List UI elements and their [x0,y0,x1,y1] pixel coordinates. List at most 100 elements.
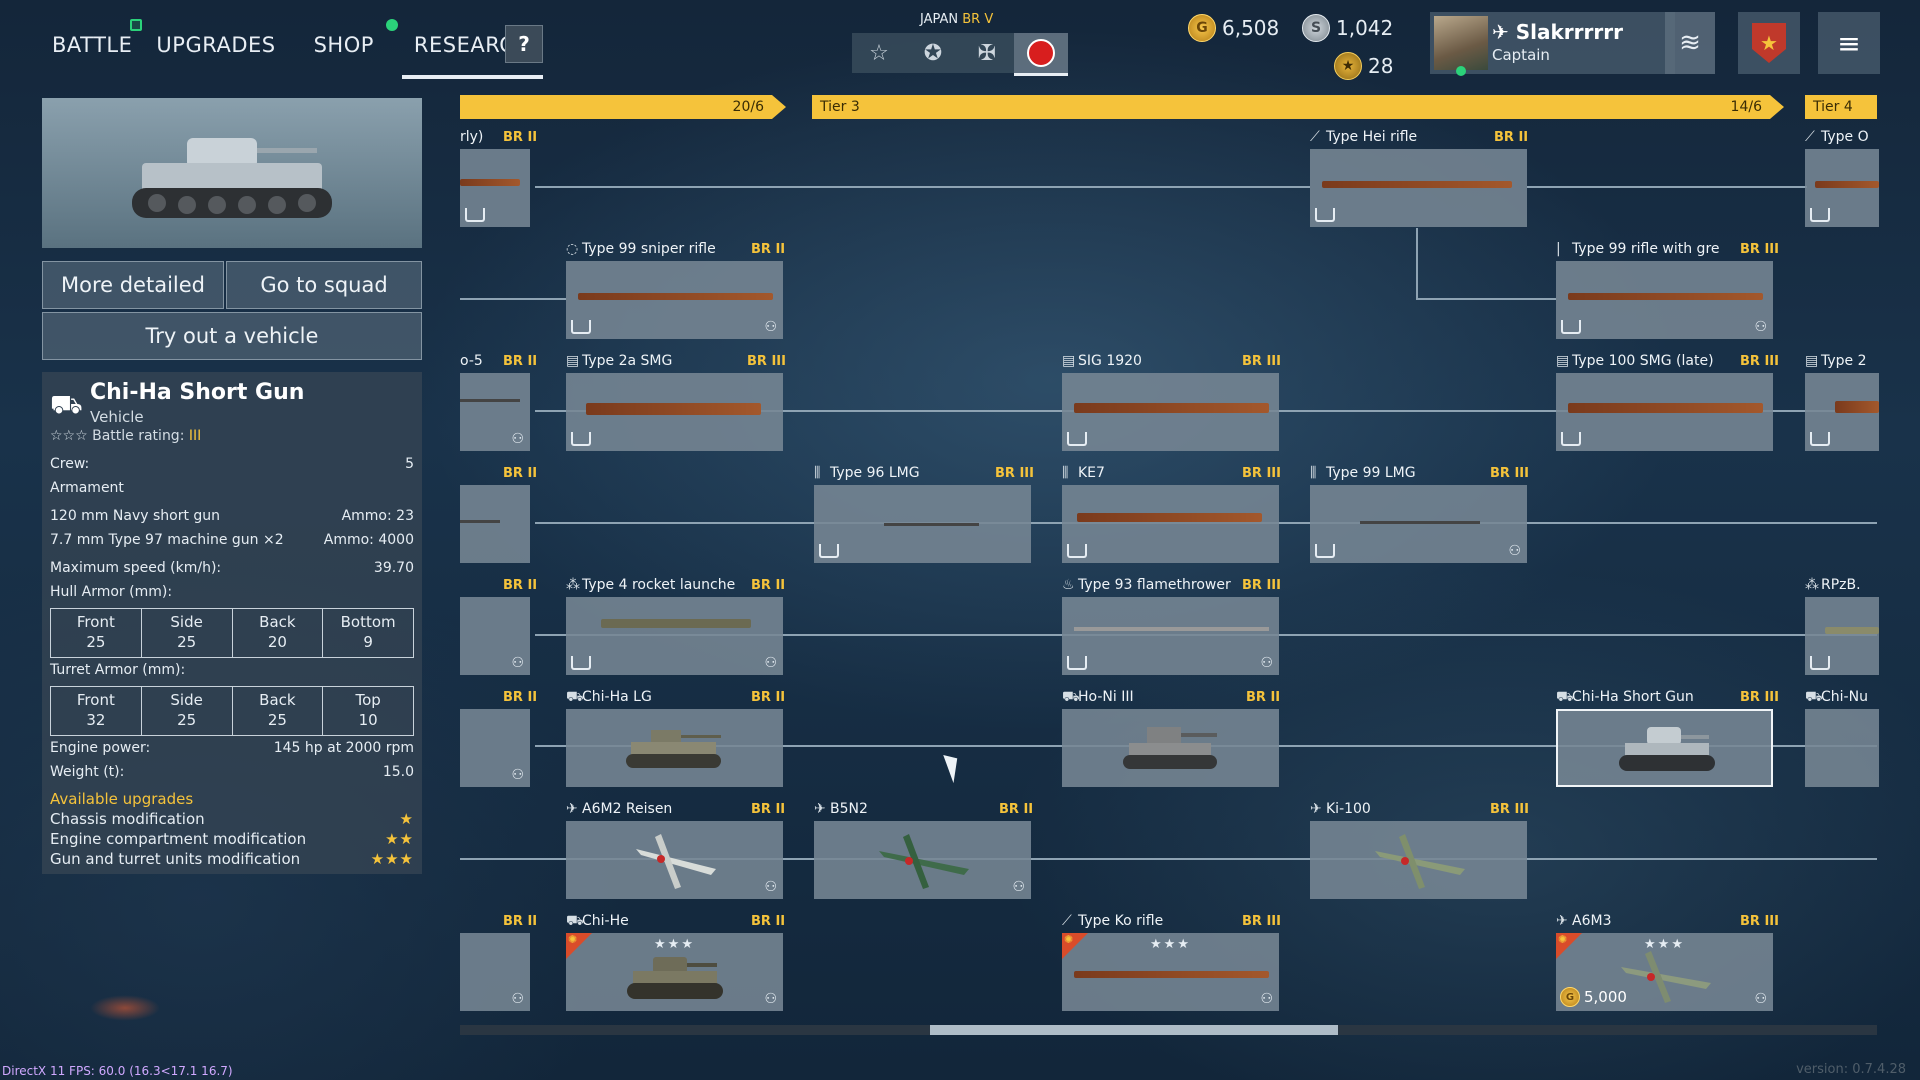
research-card[interactable] [566,373,783,451]
card-name: Type 100 SMG (late) [1572,353,1714,369]
filter-iron-cross-icon[interactable]: ✠ [977,40,997,66]
tank-icon: ⛟ [1805,689,1823,705]
research-card[interactable]: ⚇ [1310,485,1527,563]
upgrade-name: Chassis modification [50,810,205,828]
research-card[interactable]: ⚇ [460,373,530,451]
armor-header: Top [355,691,381,709]
card-br: BR II [503,466,538,481]
research-card[interactable] [1062,709,1279,787]
card-name: SIG 1920 [1078,353,1142,369]
research-card[interactable] [1805,709,1879,787]
card-name: Chi-Ha LG [582,689,652,705]
tree-connector [535,186,1310,188]
try-vehicle-button[interactable]: Try out a vehicle [42,312,422,360]
research-card[interactable] [1805,597,1879,675]
star-currency[interactable]: ★ 28 [1334,52,1393,80]
smg-image [1835,401,1879,413]
nav-battle[interactable]: BATTLE [40,19,144,75]
card-br: BR II [503,690,538,705]
medal-button[interactable]: ★ [1738,12,1800,74]
card-label: rly) [460,129,484,145]
turret-armor-label: Turret Armor (mm): [50,662,186,678]
rank-chevron-icon[interactable]: ≋ [1665,12,1715,74]
help-button[interactable]: ? [505,25,543,63]
research-card[interactable]: ⚇ [460,933,530,1011]
cart-icon [1067,432,1087,446]
player-rank: Captain [1492,46,1550,64]
filter-favorites-star-icon[interactable]: ☆ [869,40,889,66]
filter-soviet-star-icon[interactable]: ✪ [923,40,943,66]
research-card[interactable] [1062,485,1279,563]
go-to-squad-button[interactable]: Go to squad [226,261,422,309]
research-card[interactable]: ⚇ [1062,597,1279,675]
armor-header: Side [170,613,203,631]
tank-icon: ⛟ [1556,689,1574,705]
tank-image [626,730,721,768]
more-detailed-button[interactable]: More detailed [42,261,224,309]
research-card[interactable] [1556,373,1773,451]
nav-upgrades[interactable]: UPGRADES [144,25,287,75]
nav-shop[interactable]: SHOP [302,19,398,75]
version-label: version: 0.7.4.28 [1796,1062,1906,1077]
research-card[interactable] [1805,373,1879,451]
research-card[interactable] [1062,373,1279,451]
gold-currency[interactable]: G 6,508 [1188,14,1279,42]
research-card[interactable] [1310,149,1527,227]
card-label: ⫼Type 99 LMG [1310,465,1416,481]
card-name: Type 2 [1821,353,1867,369]
silver-currency[interactable]: S 1,042 [1302,14,1393,42]
upgrade-item[interactable]: Engine compartment modification★★ [50,830,414,848]
ammo-label: Ammo: [323,532,374,548]
research-card[interactable] [1805,149,1879,227]
card-name: Type 99 sniper rifle [582,241,716,257]
card-br: BR III [747,354,786,369]
tier-arrow-icon [772,95,786,119]
upgrade-item[interactable]: Chassis modification★ [50,810,414,828]
unit-filter-bar: ☆ ✪ ✠ [852,33,1068,76]
research-card[interactable]: ⚇ [566,261,783,339]
card-br: BR II [999,802,1034,817]
plane-icon: ✈ [1310,801,1322,817]
research-card[interactable]: ⚇ [566,597,783,675]
scrollbar-thumb[interactable] [930,1025,1338,1035]
armor-value: 10 [358,711,378,729]
card-br: BR II [503,130,538,145]
speed-row: Maximum speed (km/h):39.70 [50,560,414,576]
tank-image [1619,727,1715,771]
armor-cell: Top 10 [323,687,413,735]
menu-hamburger-icon[interactable]: ≡ [1818,12,1880,74]
research-card[interactable]: ⚇ [460,709,530,787]
card-label: ✈A6M2 Reisen [566,801,672,817]
squad-icon: ⚇ [1260,655,1273,671]
rating-stars-icon: ☆☆☆ [50,428,88,444]
research-card[interactable] [460,149,530,227]
card-name: Type 99 LMG [1326,465,1416,481]
card-name: Type O [1821,129,1869,145]
tree-connector [1527,186,1807,188]
armor-value: 25 [177,711,197,729]
ammo-label: Ammo: [341,508,392,524]
research-card[interactable]: ⚇ [1556,261,1773,339]
upgrade-item[interactable]: Gun and turret units modification★★★ [50,850,414,868]
research-card-selected[interactable] [1556,709,1773,787]
player-profile[interactable]: ✈ Slakrrrrrr Captain [1430,12,1675,76]
research-card[interactable]: ✺ ★★★ ⚇ [566,933,783,1011]
ammo-value: 4000 [378,532,414,548]
research-card[interactable] [566,709,783,787]
card-br: BR II [751,242,786,257]
research-card[interactable]: ⚇ [460,597,530,675]
research-card[interactable] [460,485,530,563]
research-card[interactable]: ✺ ★★★ ⚇ [1062,933,1279,1011]
card-br: BR III [1740,914,1779,929]
research-card[interactable] [1310,821,1527,899]
rifle-image [578,293,773,300]
research-card[interactable]: ⚇ [566,821,783,899]
filter-japan-flag-icon[interactable] [1014,33,1068,76]
research-card[interactable]: ⚇ [814,821,1031,899]
tier-2-bar: 20/6 [460,95,772,119]
research-card[interactable] [814,485,1031,563]
card-label: ♨Type 93 flamethrower [1062,577,1231,593]
